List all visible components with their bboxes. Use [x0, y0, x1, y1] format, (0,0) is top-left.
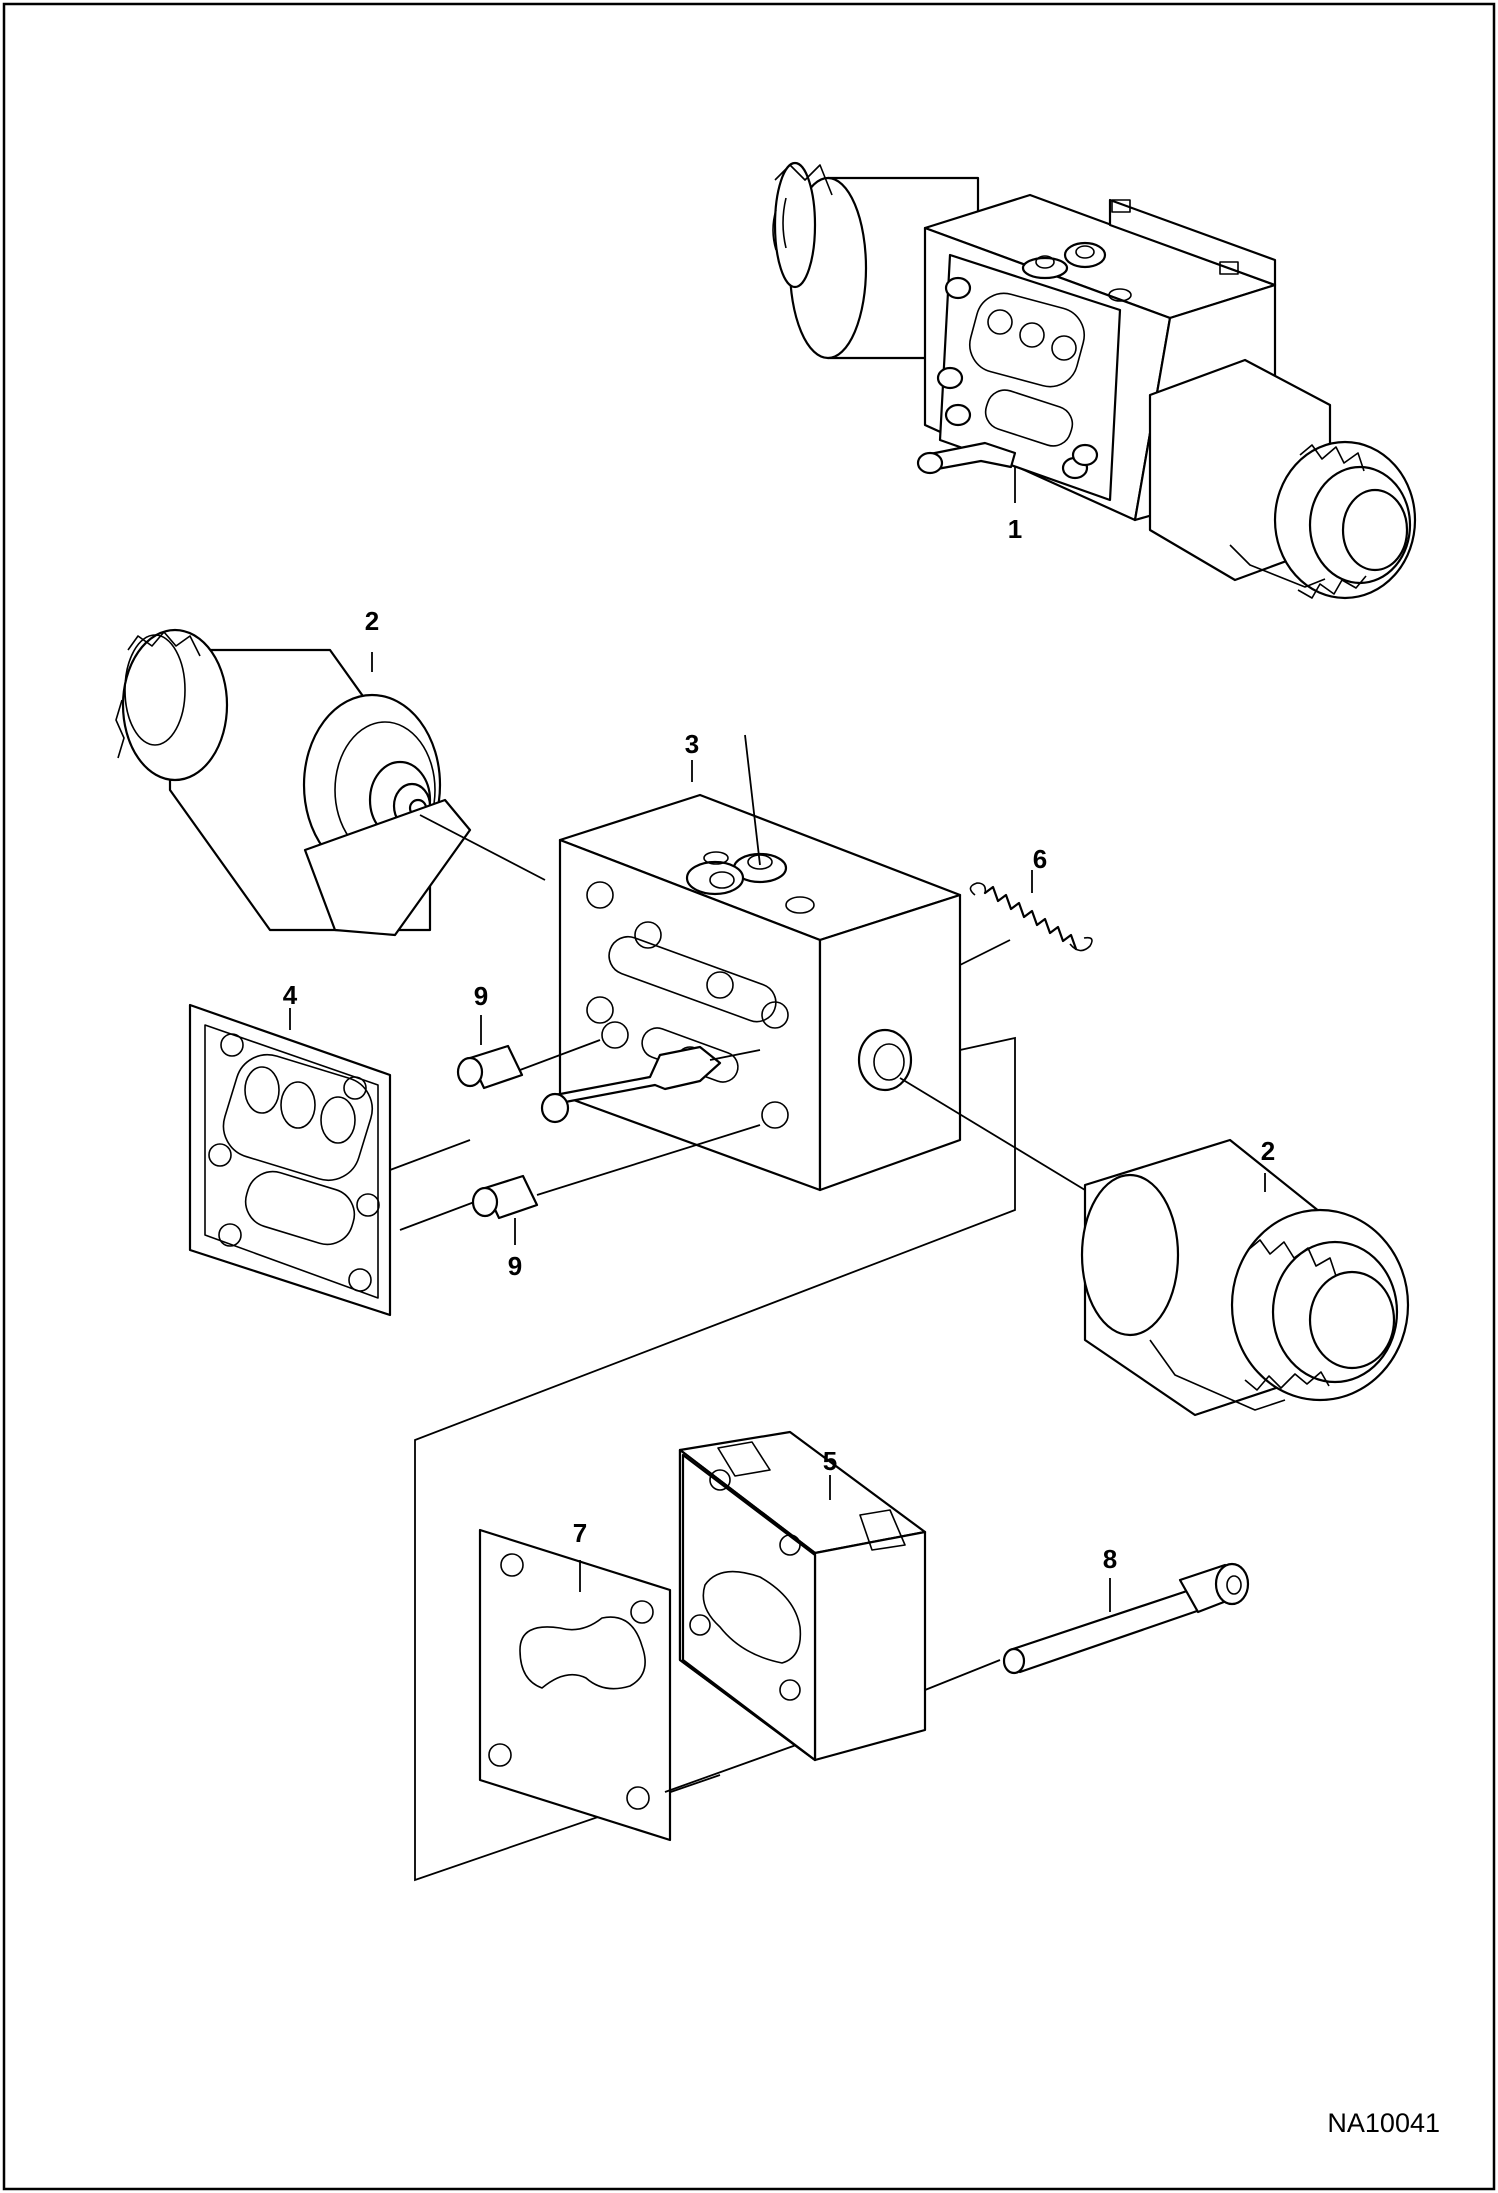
- cap-screw-part-8: [924, 1562, 1250, 1691]
- dowel-pin-part-9-upper: [456, 1015, 601, 1090]
- drawing-reference-code: NA10041: [1327, 2108, 1440, 2138]
- callout-2-lower: 2: [1261, 1136, 1275, 1166]
- callout-2-upper: 2: [365, 606, 379, 636]
- solenoid-coil-part-2-upper: [115, 628, 546, 937]
- callout-8: 8: [1103, 1544, 1117, 1574]
- valve-spool: [540, 1045, 761, 1124]
- solenoid-coil-part-2-lower: [899, 1077, 1410, 1417]
- callout-1: 1: [1008, 514, 1022, 544]
- dowel-pin-part-9-lower: [471, 1124, 761, 1245]
- valve-body-part-3: [558, 734, 962, 1192]
- assembly-bracket-line: [414, 1036, 1016, 1882]
- callout-6: 6: [1033, 844, 1047, 874]
- gasket-plate-part-4: [188, 1003, 486, 1317]
- callout-3: 3: [685, 729, 699, 759]
- callout-9-lower: 9: [508, 1251, 522, 1281]
- end-cover-block-part-5: [678, 1430, 927, 1762]
- callout-5: 5: [823, 1446, 837, 1476]
- assembled-valve-part-1: [772, 161, 1417, 600]
- callout-4: 4: [283, 980, 298, 1010]
- callout-7: 7: [573, 1518, 587, 1548]
- spring-part-6: [959, 870, 1093, 966]
- callout-9-upper: 9: [474, 981, 488, 1011]
